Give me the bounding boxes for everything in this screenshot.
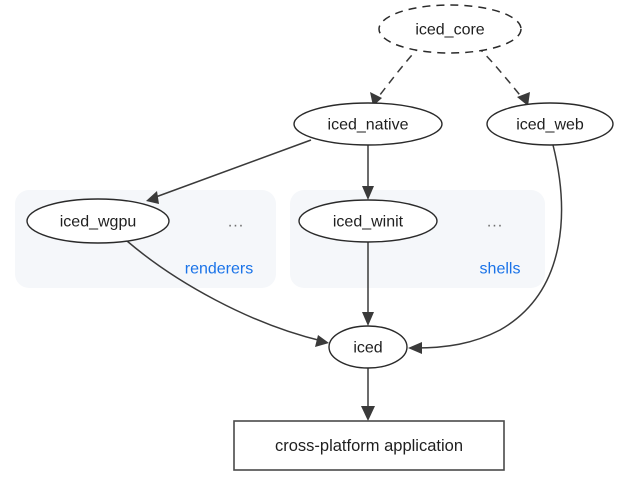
- node-iced-wgpu-label: iced_wgpu: [60, 214, 137, 231]
- cluster-shells-label: shells: [480, 261, 521, 278]
- edge-iced-wgpu-to-iced: [126, 240, 329, 347]
- edge-iced-native-to-iced-winit: [362, 145, 374, 200]
- node-iced-native[interactable]: iced_native: [293, 102, 443, 146]
- edge-iced-winit-to-iced: [362, 242, 374, 326]
- cluster-renderers-label: renderers: [185, 261, 253, 278]
- node-iced-core-shape[interactable]: [378, 4, 522, 54]
- edge-iced-winit-to-iced-arrow: [362, 312, 374, 326]
- edge-iced-wgpu-to-iced-line: [126, 240, 323, 342]
- node-iced-winit-label: iced_winit: [333, 214, 404, 231]
- edge-iced-core-to-iced-native: [370, 44, 422, 106]
- edge-iced-to-application-arrow: [361, 406, 375, 421]
- edge-iced-web-to-iced: [408, 144, 563, 354]
- cluster-shells-ellipsis: ...: [487, 214, 503, 231]
- edge-iced-web-to-iced-arrow: [408, 342, 422, 354]
- node-iced[interactable]: iced: [328, 325, 408, 369]
- edge-iced-core-to-iced-native-line: [375, 44, 422, 101]
- edge-iced-native-to-iced-wgpu: [146, 139, 312, 204]
- node-iced-wgpu[interactable]: iced_wgpu: [26, 198, 170, 244]
- node-iced-web[interactable]: iced_web: [486, 102, 614, 146]
- node-iced-core[interactable]: iced_core: [378, 4, 522, 54]
- edge-iced-native-to-iced-wgpu-line: [152, 139, 312, 199]
- edge-iced-web-to-iced-line: [414, 144, 563, 349]
- node-iced-label: iced: [353, 340, 382, 357]
- node-iced-winit[interactable]: iced_winit: [298, 199, 438, 243]
- edge-iced-core-to-iced-web-arrow: [517, 92, 530, 106]
- node-cross-platform-application[interactable]: cross-platform application: [233, 420, 505, 471]
- node-cross-platform-application-label: cross-platform application: [275, 437, 463, 455]
- edge-iced-native-to-iced-wgpu-arrow: [146, 191, 159, 204]
- edge-iced-core-to-iced-web-line: [476, 45, 525, 101]
- cluster-renderers-ellipsis: ...: [228, 214, 244, 231]
- node-cross-platform-application-shape[interactable]: [233, 420, 505, 471]
- node-iced-web-label: iced_web: [516, 117, 584, 134]
- node-iced-web-shape[interactable]: [486, 102, 614, 146]
- node-iced-native-shape[interactable]: [293, 102, 443, 146]
- node-iced-wgpu-shape[interactable]: [26, 198, 170, 244]
- node-iced-core-label: iced_core: [415, 22, 484, 39]
- edge-iced-core-to-iced-web: [476, 45, 530, 106]
- node-iced-winit-shape[interactable]: [298, 199, 438, 243]
- node-iced-native-label: iced_native: [328, 117, 409, 134]
- edge-iced-to-application: [361, 368, 375, 421]
- edge-iced-native-to-iced-winit-arrow: [362, 186, 374, 200]
- node-iced-shape[interactable]: [328, 325, 408, 369]
- edge-iced-wgpu-to-iced-arrow: [315, 335, 329, 347]
